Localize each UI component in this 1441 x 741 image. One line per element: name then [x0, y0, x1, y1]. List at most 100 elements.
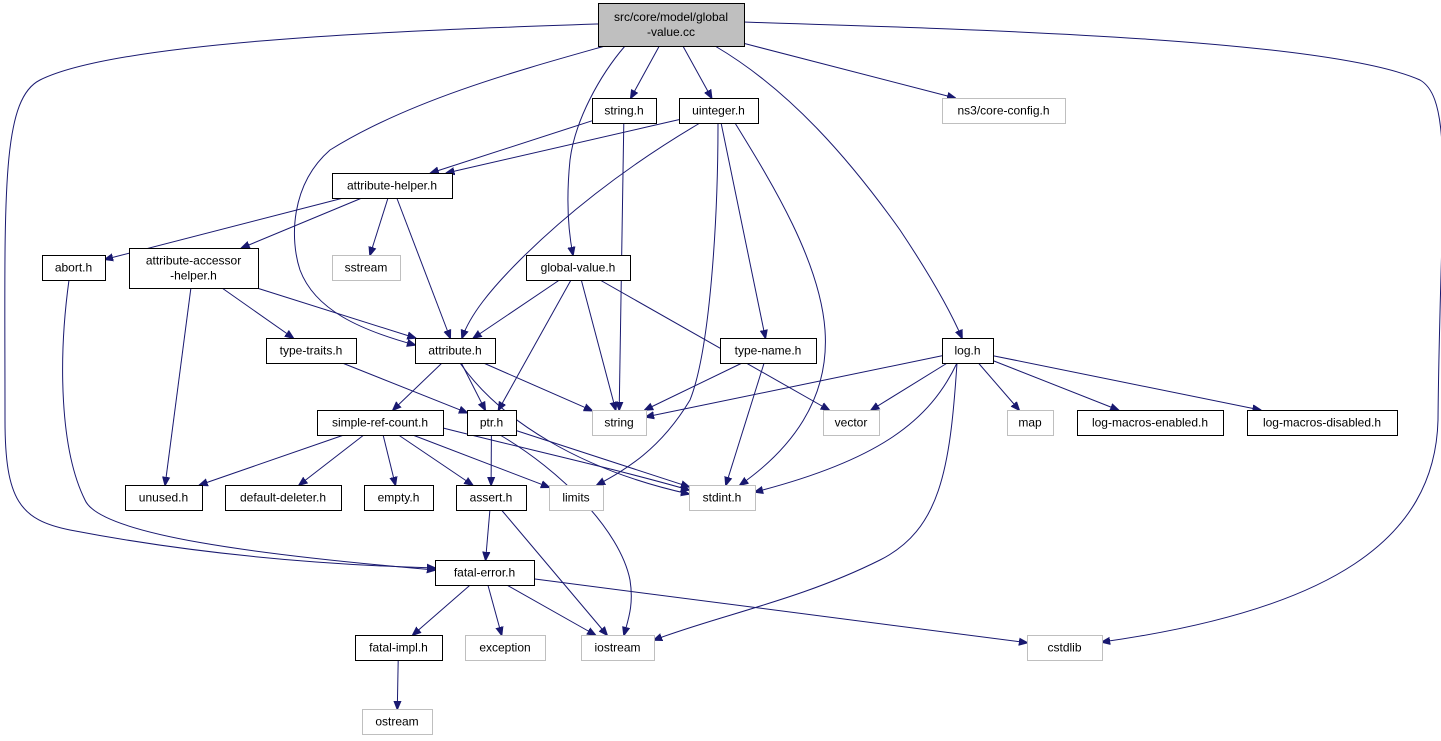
node-label: iostream	[594, 641, 640, 655]
edge-simple-ref-count-h-to-stdint-h	[442, 427, 689, 490]
edge-attribute-accessor-helper-h-to-attribute-h	[256, 287, 416, 338]
edge-type-traits-h-to-ptr-h	[342, 362, 467, 413]
edge-global-value-h-to-string	[580, 279, 615, 410]
node-ptr-h[interactable]: ptr.h	[467, 410, 517, 436]
edge-fatal-impl-h-to-ostream	[397, 659, 398, 709]
node-box	[823, 410, 880, 436]
node-box	[364, 485, 434, 511]
node-box	[720, 338, 817, 364]
node-label: stdint.h	[703, 491, 742, 505]
edge-root-to-fatal-error-h	[4, 23, 599, 568]
node-assert-h[interactable]: assert.h	[456, 485, 527, 511]
node-label: ns3/core-config.h	[957, 104, 1049, 118]
node-type-traits-h[interactable]: type-traits.h	[266, 338, 357, 364]
edge-simple-ref-count-h-to-assert-h	[398, 434, 473, 485]
node-attribute-h[interactable]: attribute.h	[415, 338, 496, 364]
node-box	[549, 485, 604, 511]
node-box	[129, 248, 259, 289]
node-label: uinteger.h	[692, 104, 745, 118]
node-attribute-helper-h[interactable]: attribute-helper.h	[332, 173, 453, 199]
node-default-deleter-h[interactable]: default-deleter.h	[225, 485, 342, 511]
node-label: default-deleter.h	[240, 491, 326, 505]
node-simple-ref-count-h[interactable]: simple-ref-count.h	[317, 410, 444, 436]
edge-attribute-helper-h-to-attribute-h	[396, 197, 450, 338]
node-log-macros-disabled-h[interactable]: log-macros-disabled.h	[1247, 410, 1398, 436]
edge-assert-h-to-iostream	[501, 509, 608, 635]
node-box	[598, 3, 745, 47]
node-unused-h[interactable]: unused.h	[125, 485, 203, 511]
node-empty-h[interactable]: empty.h	[364, 485, 434, 511]
node-box	[465, 635, 546, 661]
node-label: map	[1018, 416, 1042, 430]
node-label: vector	[835, 416, 868, 430]
edge-ptr-h-to-stdint-h	[515, 430, 689, 487]
node-fatal-error-h[interactable]: fatal-error.h	[435, 560, 535, 586]
node-label: string.h	[604, 104, 643, 118]
edge-abort-h-to-fatal-error-h	[62, 279, 435, 570]
node-log-macros-enabled-h[interactable]: log-macros-enabled.h	[1077, 410, 1224, 436]
edge-simple-ref-count-h-to-unused-h	[200, 434, 345, 485]
edge-log-h-to-vector	[871, 362, 948, 410]
node-fatal-impl-h[interactable]: fatal-impl.h	[355, 635, 443, 661]
node-box	[592, 410, 647, 436]
node-global-value-h[interactable]: global-value.h	[526, 255, 631, 281]
node-uinteger-h[interactable]: uinteger.h	[679, 98, 759, 124]
node-box	[467, 410, 517, 436]
node-sstream: sstream	[332, 255, 401, 281]
node-ostream: ostream	[362, 709, 433, 735]
node-attribute-accessor-helper-h[interactable]: attribute-accessor-helper.h	[129, 248, 259, 289]
node-label: limits	[562, 491, 589, 505]
node-label: assert.h	[470, 491, 513, 505]
node-string-h[interactable]: string.h	[592, 98, 657, 124]
edge-uinteger-h-to-type-name-h	[720, 122, 765, 338]
edge-log-h-to-stdint-h	[755, 362, 958, 492]
edge-global-value-h-to-ptr-h	[499, 279, 572, 410]
node-box	[42, 255, 106, 281]
edge-log-h-to-log-macros-enabled-h	[992, 360, 1118, 410]
edge-root-to-global-value-h	[568, 45, 626, 255]
edge-simple-ref-count-h-to-limits	[412, 434, 549, 487]
node-box	[1247, 410, 1398, 436]
node-box	[332, 255, 401, 281]
node-label: src/core/model/global	[614, 10, 728, 24]
node-box	[435, 560, 535, 586]
edge-fatal-error-h-to-fatal-impl-h	[413, 584, 471, 635]
node-box	[456, 485, 527, 511]
node-box	[526, 255, 631, 281]
node-label: empty.h	[378, 491, 420, 505]
edges-layer	[4, 21, 1441, 709]
node-abort-h[interactable]: abort.h	[42, 255, 106, 281]
node-box	[1077, 410, 1224, 436]
node-vector: vector	[823, 410, 880, 436]
node-label: log-macros-disabled.h	[1263, 416, 1381, 430]
node-ns3-core-config-h: ns3/core-config.h	[942, 98, 1066, 124]
node-string: string	[592, 410, 647, 436]
node-log-h[interactable]: log.h	[942, 338, 994, 364]
node-root[interactable]: src/core/model/global-value.cc	[598, 3, 745, 47]
edge-assert-h-to-fatal-error-h	[486, 509, 490, 560]
node-label: string	[604, 416, 633, 430]
edge-string-h-to-attribute-helper-h	[431, 120, 593, 173]
node-type-name-h[interactable]: type-name.h	[720, 338, 817, 364]
node-limits: limits	[549, 485, 604, 511]
node-label: log.h	[954, 344, 980, 358]
node-label: attribute.h	[428, 344, 481, 358]
node-label: ptr.h	[480, 416, 503, 430]
edge-root-to-uinteger-h	[682, 45, 712, 98]
edge-uinteger-h-to-stdint-h	[734, 122, 826, 485]
node-label: exception	[479, 641, 530, 655]
edge-simple-ref-count-h-to-empty-h	[382, 434, 395, 485]
node-box	[362, 709, 433, 735]
edge-log-h-to-map	[978, 362, 1019, 410]
node-label: cstdlib	[1047, 641, 1081, 655]
edge-attribute-h-to-simple-ref-count-h	[393, 362, 443, 410]
edge-fatal-error-h-to-exception	[487, 584, 502, 635]
node-box	[581, 635, 655, 661]
edge-type-name-h-to-stdint-h	[726, 362, 765, 485]
node-box	[225, 485, 342, 511]
edge-attribute-h-to-string	[483, 362, 593, 411]
node-label: attribute-accessor	[146, 254, 241, 268]
edge-ptr-h-to-iostream	[499, 434, 632, 635]
edge-uinteger-h-to-limits	[597, 122, 719, 485]
node-label: ostream	[375, 715, 418, 729]
